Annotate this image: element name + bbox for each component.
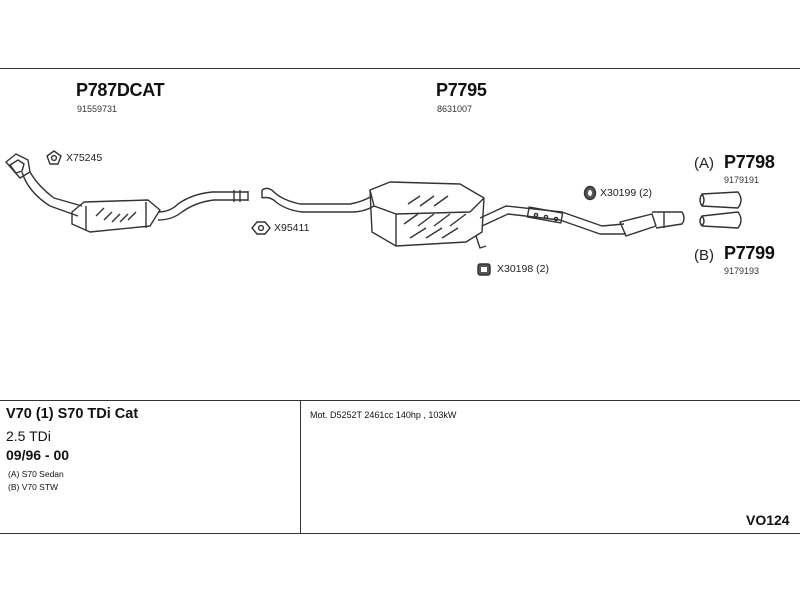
tailpipe-tip-a <box>699 191 742 209</box>
motor-info: Mot. D5252T 2461cc 140hp , 103kW <box>310 410 457 420</box>
diagram-frame <box>0 68 800 534</box>
part-code-tip-a: P7798 <box>724 152 775 172</box>
fitting-label-clamp: X95411 <box>274 222 310 234</box>
clamp-icon <box>251 221 271 235</box>
exhaust-diagram <box>5 150 742 276</box>
engine-size: 2.5 TDi <box>6 428 51 444</box>
variant-label-b: (B) <box>694 247 714 264</box>
gasket-icon <box>46 150 62 165</box>
oe-number-rear: 8631007 <box>437 104 473 114</box>
production-years: 09/96 - 00 <box>6 447 70 463</box>
catalytic-converter-part <box>5 153 249 233</box>
vehicle-model: V70 (1) S70 TDi Cat <box>6 406 139 422</box>
variant-note-b: (B) V70 STW <box>8 482 59 492</box>
tailpipe-tip-b <box>699 211 742 229</box>
rubber-hanger-icon <box>583 185 597 201</box>
oe-number-tip-a: 9179191 <box>724 175 760 185</box>
variant-label-a: (A) <box>694 155 714 172</box>
oe-number-tip-b: 9179193 <box>724 266 760 276</box>
part-code-tip-b: P7799 <box>724 243 775 263</box>
info-divider <box>0 400 800 401</box>
part-code-cat: P787DCAT <box>76 80 165 100</box>
info-column-divider <box>300 400 301 533</box>
fitting-label-bracket: X30198 (2) <box>497 263 549 275</box>
fitting-label-hanger: X30199 (2) <box>600 187 652 199</box>
oe-number-cat: 91559731 <box>77 104 118 114</box>
mounting-bracket-icon <box>477 263 491 276</box>
fitting-label-gasket: X75245 <box>66 152 103 164</box>
variant-note-a: (A) S70 Sedan <box>8 469 64 479</box>
rear-silencer-part <box>261 181 685 249</box>
diagram-code: VO124 <box>746 512 790 528</box>
part-code-rear: P7795 <box>436 80 487 100</box>
